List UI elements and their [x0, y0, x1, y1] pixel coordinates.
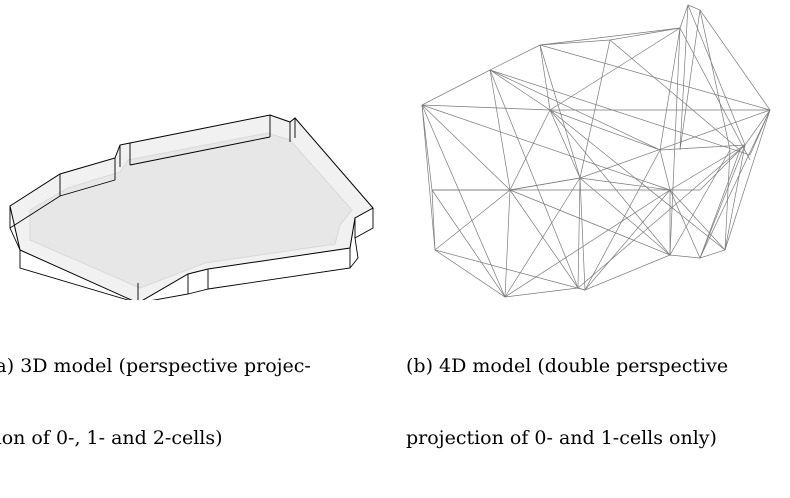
3d-model-drawing [9, 114, 374, 300]
model-edges [9, 115, 374, 300]
caption-a-line-2: tion of 0-, 1- and 2-cells) [0, 427, 223, 449]
inner-face [29, 132, 353, 289]
4d-model-wireframe [421, 4, 771, 298]
figure-panel-b: (b) 4D model (double perspective project… [400, 0, 790, 449]
caption-a: (a) 3D model (perspective projec- tion o… [0, 306, 378, 498]
caption-b-line-2: projection of 0- and 1-cells only) [406, 427, 717, 449]
figure-panel-a: (a) 3D model (perspective projec- tion o… [0, 0, 390, 449]
caption-b: (b) 4D model (double perspective project… [406, 306, 790, 498]
wireframe-edges [421, 4, 771, 298]
caption-b-line-1: (b) 4D model (double perspective [406, 355, 729, 377]
caption-a-line-1: (a) 3D model (perspective projec- [0, 355, 311, 377]
